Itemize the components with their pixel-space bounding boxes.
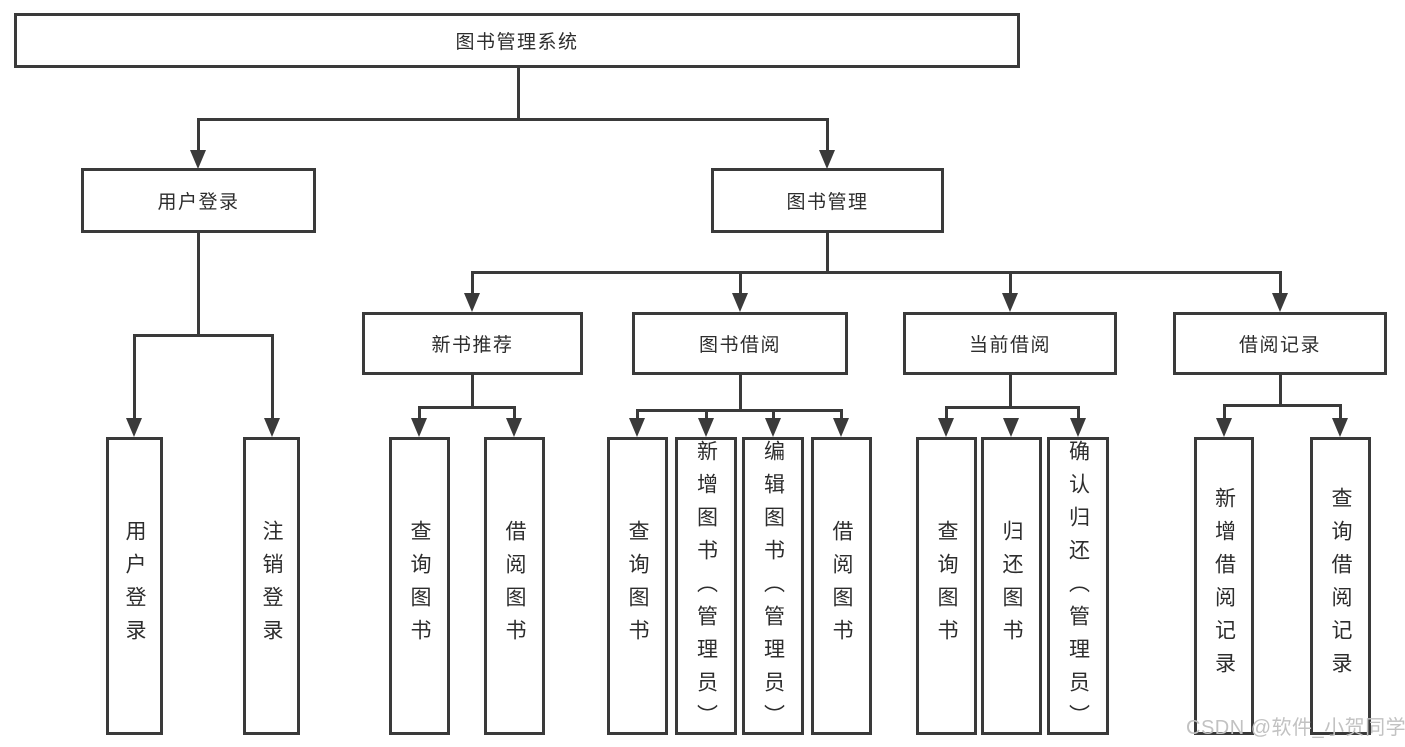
leaf-cb-query-books-label: 查询图书 <box>935 520 958 652</box>
leaf-bb-borrow-books: 借阅图书 <box>811 437 872 735</box>
arrowhead-down-icon <box>765 418 781 437</box>
connector-new-book-stem <box>471 375 474 408</box>
connector-arrow-stem <box>739 271 742 296</box>
connector-arrow-stem <box>945 406 948 421</box>
leaf-br-add-record-label: 新增借阅记录 <box>1212 487 1236 685</box>
connector-branch-level2 <box>197 118 828 121</box>
arrowhead-down-icon <box>629 418 645 437</box>
leaf-br-add-record: 新增借阅记录 <box>1194 437 1254 735</box>
connector-arrow-stem <box>636 409 639 421</box>
connector-branch-current-borrow <box>945 406 1080 409</box>
arrowhead-down-icon <box>1332 418 1348 437</box>
arrowhead-down-icon <box>190 150 206 169</box>
arrowhead-down-icon <box>411 418 427 437</box>
connector-arrow-stem <box>1009 271 1012 296</box>
connector-arrow-stem <box>826 118 829 152</box>
node-book-borrow: 图书借阅 <box>632 312 848 375</box>
leaf-logout-label: 注销登录 <box>260 520 283 652</box>
node-borrow-records: 借阅记录 <box>1173 312 1387 375</box>
leaf-user-login-label: 用户登录 <box>123 520 146 652</box>
leaf-user-login: 用户登录 <box>106 437 163 735</box>
node-current-borrow-label: 当前借阅 <box>968 335 1051 356</box>
connector-arrow-stem <box>197 118 200 152</box>
leaf-bb-edit-books-admin-label: 编辑图书（管理员） <box>761 440 785 737</box>
arrowhead-down-icon <box>833 418 849 437</box>
node-user-login-label: 用户登录 <box>157 192 240 213</box>
connector-branch-user-login <box>133 334 274 337</box>
arrowhead-down-icon <box>126 418 142 437</box>
node-book-borrow-label: 图书借阅 <box>698 335 781 356</box>
node-book-management: 图书管理 <box>711 168 944 233</box>
leaf-cb-return-books: 归还图书 <box>981 437 1042 735</box>
arrowhead-down-icon <box>1070 418 1086 437</box>
leaf-bb-query-books: 查询图书 <box>607 437 668 735</box>
connector-arrow-stem <box>1339 404 1342 421</box>
leaf-nb-borrow-books: 借阅图书 <box>484 437 545 735</box>
connector-arrow-stem <box>513 406 516 421</box>
node-book-management-label: 图书管理 <box>786 192 869 213</box>
leaf-br-query-record-label: 查询借阅记录 <box>1329 487 1352 685</box>
csdn-watermark: CSDN @软件_小贺同学 <box>1186 717 1405 739</box>
arrowhead-down-icon <box>938 418 954 437</box>
connector-branch-book-borrow <box>636 409 843 412</box>
connector-book-mgmt-stem <box>826 233 829 274</box>
connector-arrow-stem <box>133 334 136 420</box>
leaf-bb-query-books-label: 查询图书 <box>626 520 649 652</box>
node-user-login: 用户登录 <box>81 168 316 233</box>
connector-branch-borrow-records <box>1223 404 1342 407</box>
connector-root-stem <box>517 68 520 120</box>
connector-arrow-stem <box>772 409 775 421</box>
leaf-cb-confirm-return-admin-label: 确认归还（管理员） <box>1066 440 1090 737</box>
arrowhead-down-icon <box>1216 418 1232 437</box>
arrowhead-down-icon <box>732 293 748 312</box>
arrowhead-down-icon <box>1003 418 1019 437</box>
node-current-borrow: 当前借阅 <box>903 312 1117 375</box>
leaf-nb-borrow-books-label: 借阅图书 <box>503 520 526 652</box>
node-borrow-records-label: 借阅记录 <box>1238 335 1321 356</box>
connector-arrow-stem <box>1077 406 1080 421</box>
arrowhead-down-icon <box>698 418 714 437</box>
node-root: 图书管理系统 <box>14 13 1020 68</box>
leaf-bb-add-books-admin: 新增图书（管理员） <box>675 437 737 737</box>
node-root-label: 图书管理系统 <box>455 32 579 53</box>
leaf-bb-edit-books-admin: 编辑图书（管理员） <box>742 437 804 737</box>
connector-branch-level3 <box>471 271 1282 274</box>
connector-arrow-stem <box>418 406 421 421</box>
node-new-book-recommend: 新书推荐 <box>362 312 583 375</box>
arrowhead-down-icon <box>1272 293 1288 312</box>
leaf-nb-query-books-label: 查询图书 <box>408 520 431 652</box>
connector-arrow-stem <box>1223 404 1226 421</box>
leaf-bb-borrow-books-label: 借阅图书 <box>830 520 853 652</box>
node-new-book-recommend-label: 新书推荐 <box>431 335 514 356</box>
leaf-cb-confirm-return-admin: 确认归还（管理员） <box>1047 437 1109 737</box>
connector-arrow-stem <box>471 271 474 296</box>
connector-borrow-records-stem <box>1279 375 1282 406</box>
arrowhead-down-icon <box>506 418 522 437</box>
connector-arrow-stem <box>1279 271 1282 296</box>
connector-arrow-stem <box>705 409 708 421</box>
connector-branch-new-book <box>418 406 516 409</box>
connector-arrow-stem <box>840 409 843 421</box>
arrowhead-down-icon <box>264 418 280 437</box>
connector-book-borrow-stem <box>739 375 742 411</box>
leaf-br-query-record: 查询借阅记录 <box>1310 437 1371 735</box>
arrowhead-down-icon <box>1002 293 1018 312</box>
leaf-logout: 注销登录 <box>243 437 300 735</box>
connector-arrow-stem <box>271 334 274 420</box>
connector-user-login-stem <box>197 233 200 336</box>
arrowhead-down-icon <box>464 293 480 312</box>
leaf-bb-add-books-admin-label: 新增图书（管理员） <box>694 440 718 737</box>
leaf-nb-query-books: 查询图书 <box>389 437 450 735</box>
arrowhead-down-icon <box>819 150 835 169</box>
leaf-cb-query-books: 查询图书 <box>916 437 977 735</box>
leaf-cb-return-books-label: 归还图书 <box>1000 520 1023 652</box>
connector-current-borrow-stem <box>1009 375 1012 408</box>
